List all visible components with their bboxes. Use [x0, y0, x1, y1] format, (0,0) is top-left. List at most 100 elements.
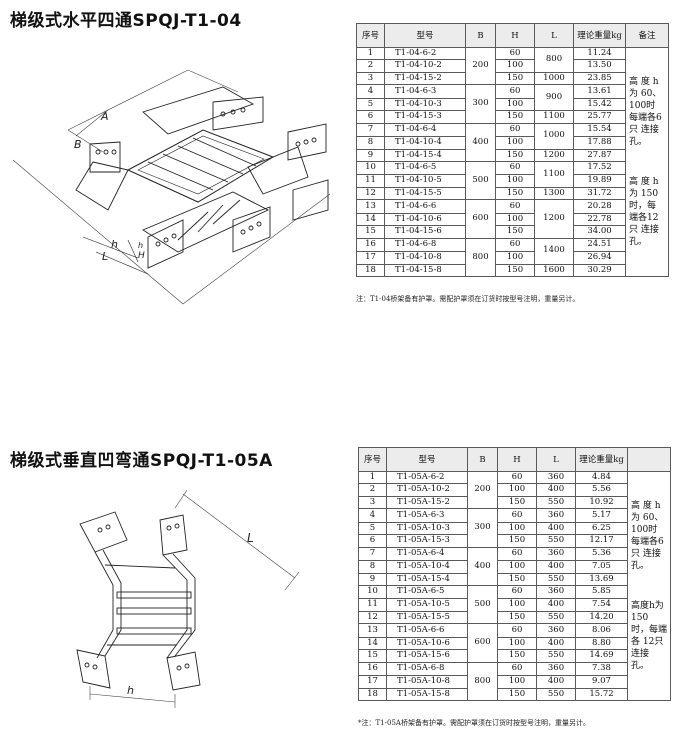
header-cell: B — [467, 447, 498, 472]
table-cell: 100 — [495, 212, 535, 227]
table-cell: 100 — [495, 97, 535, 112]
table-cell: 150 — [497, 687, 537, 702]
table-cell: 17.88 — [573, 136, 626, 150]
table-cell: 5 — [358, 521, 387, 536]
table-cell: 1 — [356, 46, 385, 61]
table-cell: 14.20 — [575, 610, 628, 625]
header-cell — [627, 447, 671, 472]
table-cell: 11.24 — [573, 46, 626, 61]
table-cell: 60 — [497, 584, 537, 600]
table-cell: T1-04-6-3 — [384, 84, 466, 99]
table-cell: 800 — [465, 237, 496, 278]
table-cell: T1-05A-10-4 — [386, 560, 468, 574]
table-cell: 18 — [356, 263, 385, 278]
table-cell: 360 — [536, 546, 576, 562]
header-cell: 理论重量kg — [575, 447, 628, 472]
table-cell: 550 — [536, 610, 576, 625]
table-cell: T1-04-6-2 — [384, 46, 466, 61]
table-cell: 150 — [497, 534, 537, 548]
table-cell: T1-04-6-4 — [384, 122, 466, 138]
table-cell: 17 — [358, 675, 387, 689]
table-cell: T1-05A-6-5 — [386, 584, 468, 600]
table-cell: T1-05A-6-2 — [386, 470, 468, 485]
table-cell: 550 — [536, 534, 576, 548]
table-cell: 400 — [536, 483, 576, 497]
table-cell: 60 — [495, 199, 535, 214]
table-cell: 100 — [497, 636, 537, 651]
table-cell: 150 — [495, 186, 535, 201]
table-cell: 60 — [495, 46, 535, 61]
table-cell: 11 — [356, 174, 385, 188]
table-cell: T1-04-10-5 — [384, 174, 466, 188]
table-cell: 31.72 — [573, 186, 626, 201]
table-cell: T1-05A-6-8 — [386, 661, 468, 677]
remark-cell: 高 度 h 为 60、100时 每端各6只 连接孔。高度h为150 时，每端各 … — [627, 471, 671, 701]
table-cell: 150 — [497, 572, 537, 586]
table-cell: 3 — [356, 71, 385, 86]
table-cell: 150 — [497, 649, 537, 663]
table-cell: 7.38 — [575, 661, 628, 677]
table-cell: 30.29 — [573, 263, 626, 278]
footnote-t1-04: 注：T1-04桥架备有护罩。需配护罩须在订货时按型号注明，重量另计。 — [356, 295, 580, 303]
table-cell: 100 — [497, 521, 537, 536]
table-cell: 15 — [358, 649, 387, 663]
label-h3: h — [127, 684, 134, 697]
table-cell: T1-04-15-3 — [384, 110, 466, 124]
table-cell: 5.17 — [575, 508, 628, 523]
table-cell: 19.89 — [573, 174, 626, 188]
table-cell: T1-04-10-3 — [384, 97, 466, 112]
table-cell: 300 — [465, 84, 496, 124]
table-cell: 10 — [358, 584, 387, 600]
table-cell: 3 — [358, 495, 387, 510]
table-cell: 1000 — [534, 71, 574, 86]
table-cell: 400 — [536, 598, 576, 612]
table-cell: 17.52 — [573, 160, 626, 176]
table-cell: 15.72 — [575, 687, 628, 702]
table-cell: 60 — [497, 661, 537, 677]
table-cell: 200 — [465, 46, 496, 86]
table-cell: 12 — [356, 186, 385, 201]
label-h2: h — [138, 241, 143, 250]
label-h: h — [111, 238, 118, 251]
table-cell: 5 — [356, 97, 385, 112]
table-cell: 500 — [465, 160, 496, 201]
table-cell: 150 — [495, 71, 535, 86]
table-cell: 9.07 — [575, 675, 628, 689]
table-cell: 300 — [467, 508, 498, 548]
table-cell: 1200 — [534, 148, 574, 162]
table-cell: T1-05A-15-2 — [386, 495, 468, 510]
table-cell: 400 — [536, 675, 576, 689]
table-cell: T1-05A-15-3 — [386, 534, 468, 548]
table-cell: 550 — [536, 649, 576, 663]
section1-title: 梯级式水平四通SPQJ-T1-04 — [10, 11, 242, 31]
table-cell: T1-05A-10-6 — [386, 636, 468, 651]
header-cell: L — [534, 23, 574, 48]
table-cell: 7.54 — [575, 598, 628, 612]
vertical-concave-bend-drawing: L h — [76, 489, 300, 708]
table-cell: 100 — [497, 598, 537, 612]
table-cell: 13 — [356, 199, 385, 214]
section2-title: 梯级式垂直凹弯通SPQJ-T1-05A — [10, 451, 273, 471]
table-cell: 14 — [356, 212, 385, 227]
table-cell: T1-05A-15-5 — [386, 610, 468, 625]
table-cell: 100 — [495, 59, 535, 73]
table-cell: 1100 — [534, 110, 574, 124]
table-cell: 360 — [536, 623, 576, 638]
table-cell: T1-04-10-2 — [384, 59, 466, 73]
